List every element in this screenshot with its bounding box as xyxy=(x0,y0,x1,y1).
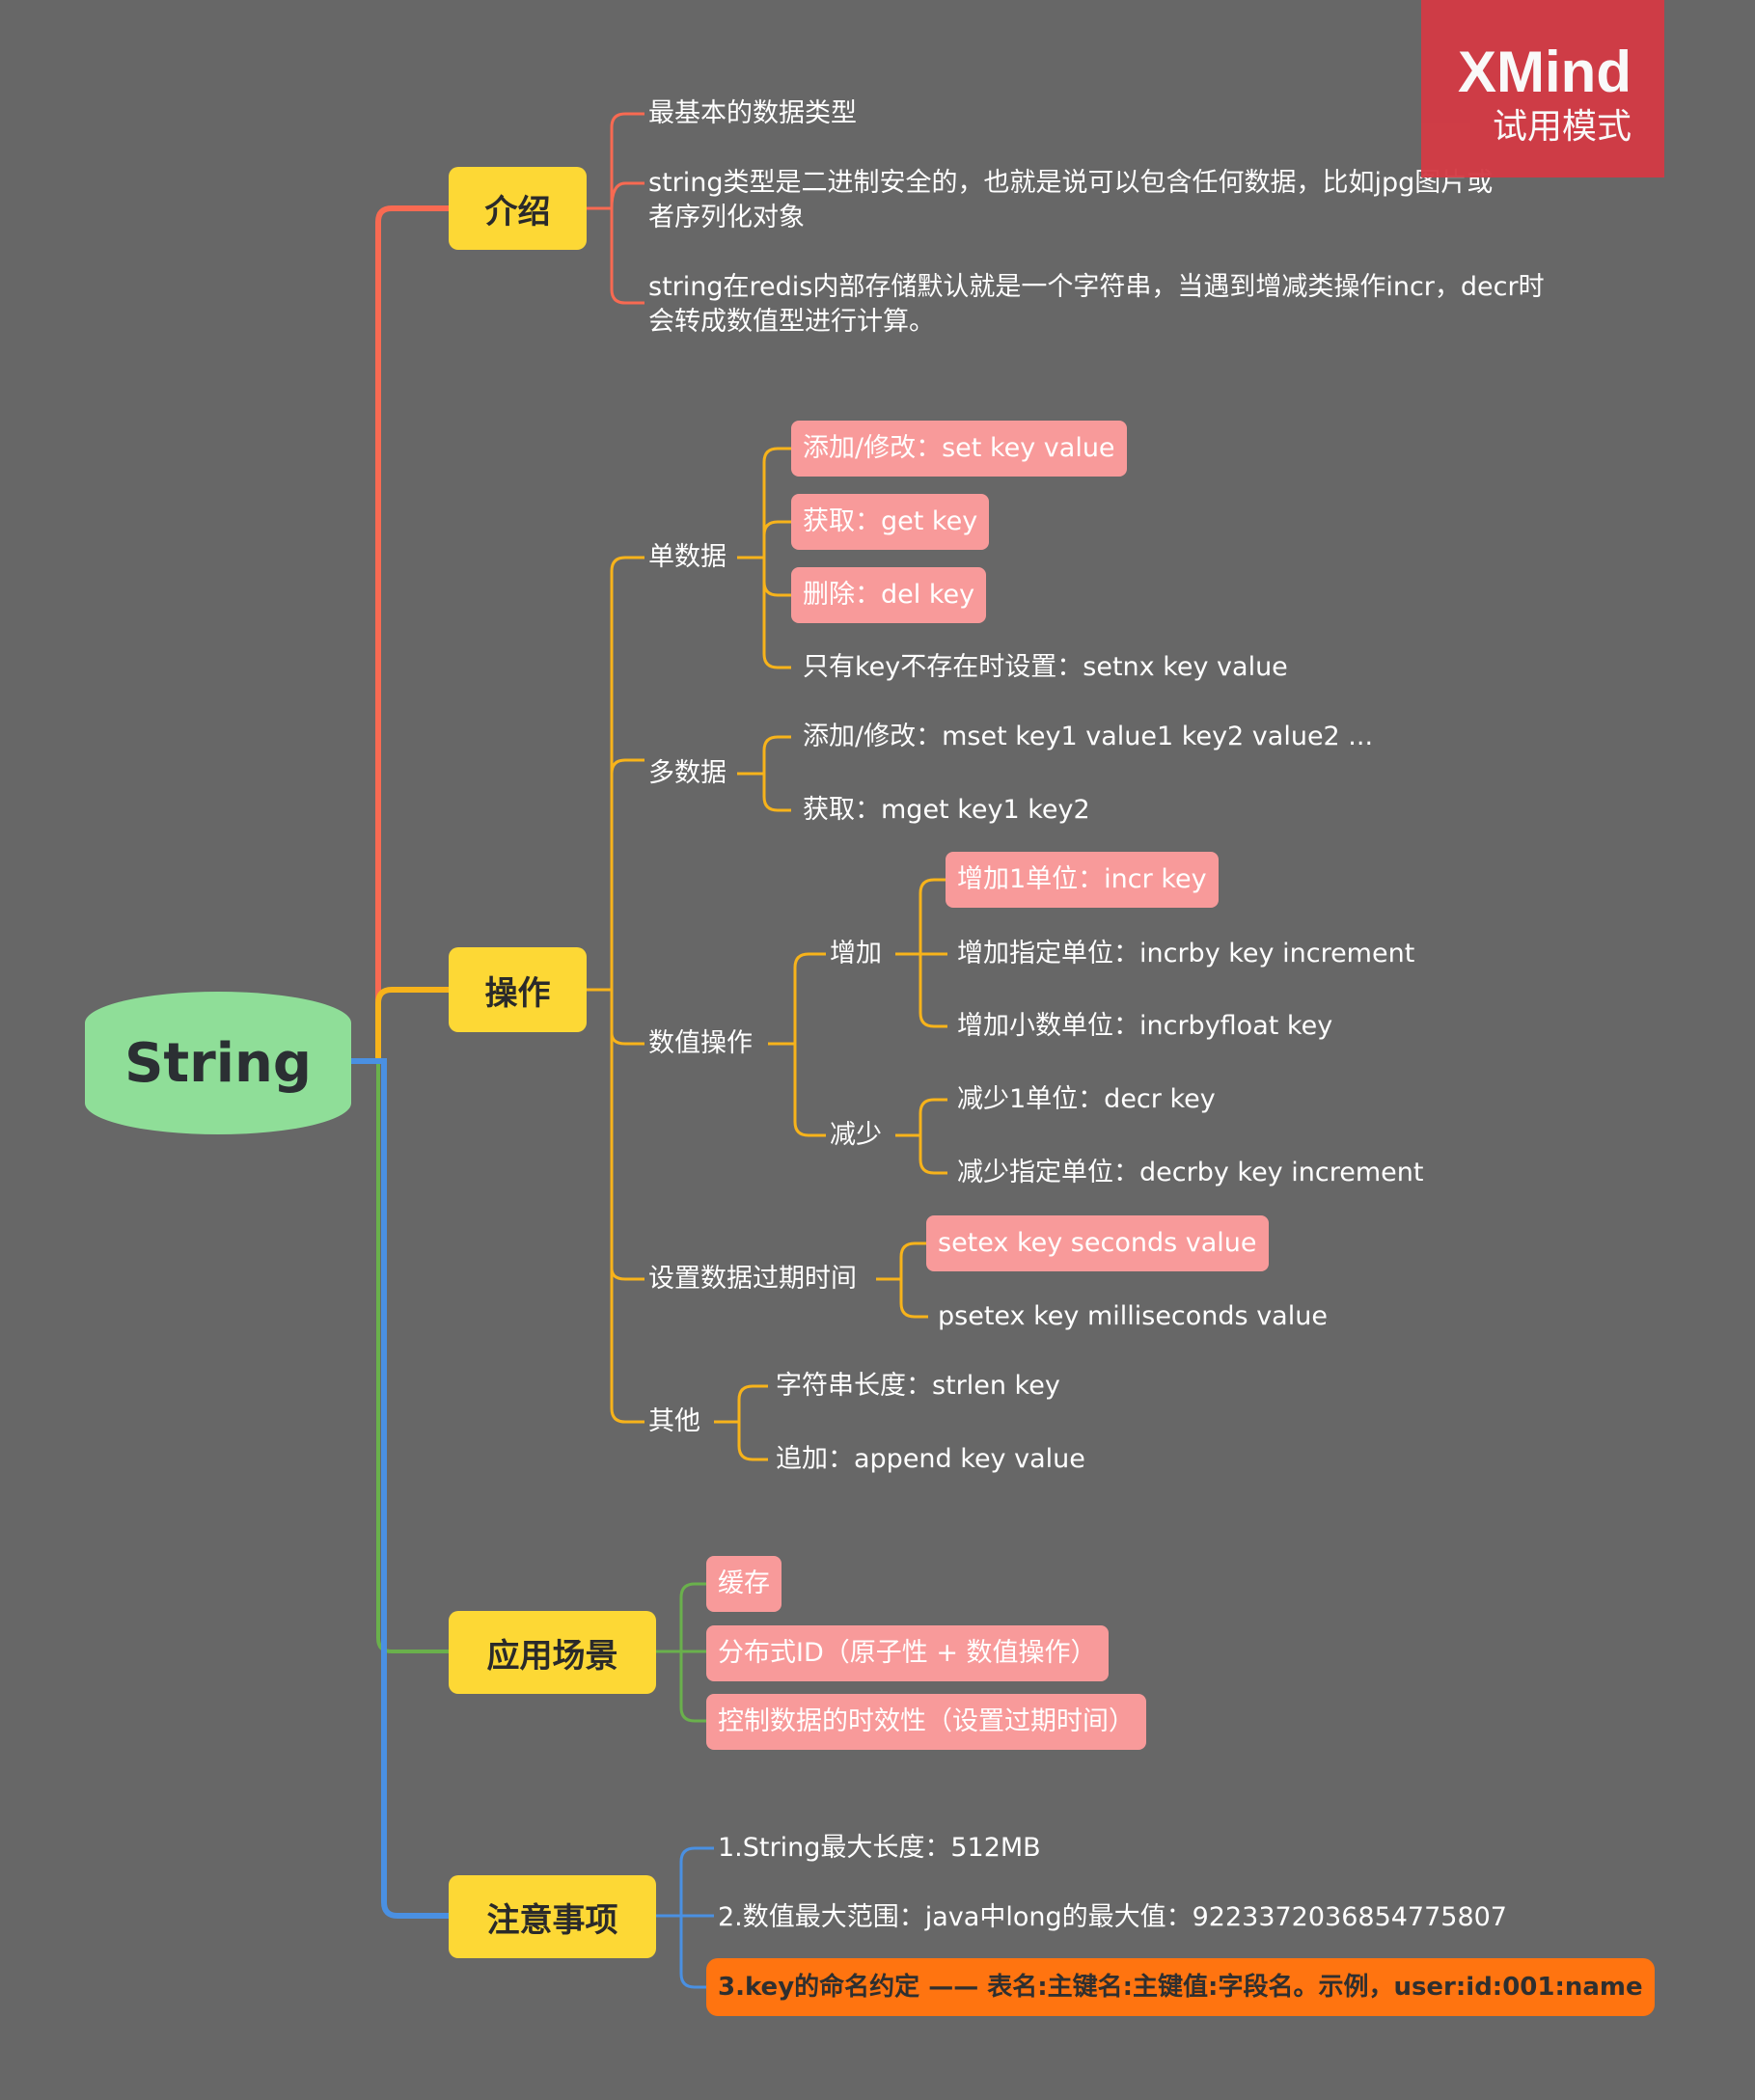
decrease-decrby-command[interactable]: 减少指定单位：decrby key increment xyxy=(957,1158,1424,1187)
notes-bracket xyxy=(656,1846,714,1989)
branch-notes[interactable]: 注意事项 xyxy=(449,1875,656,1958)
other-bracket xyxy=(714,1384,768,1461)
ops-bracket xyxy=(587,556,644,1424)
multi-mset-command[interactable]: 添加/修改：mset key1 value1 key2 value2 ... xyxy=(803,722,1374,751)
ops-other[interactable]: 其他 xyxy=(648,1406,700,1436)
note-key-naming-convention[interactable]: 3.key的命名约定 —— 表名:主键名:主键值:字段名。示例，user:id:… xyxy=(706,1958,1655,2016)
connector-root-intro xyxy=(351,205,449,1064)
numeric-decrease[interactable]: 减少 xyxy=(830,1120,882,1150)
single-get-command[interactable]: 获取：get key xyxy=(791,494,990,550)
connector-root-usage xyxy=(376,1061,449,1653)
intro-bracket xyxy=(587,112,644,305)
root-node[interactable]: String xyxy=(85,992,351,1134)
numeric-increase[interactable]: 增加 xyxy=(830,939,882,968)
ops-single-data[interactable]: 单数据 xyxy=(648,542,727,572)
ops-expire[interactable]: 设置数据过期时间 xyxy=(648,1264,857,1294)
ops-multi-data[interactable]: 多数据 xyxy=(648,758,727,788)
intro-item-storage-line2: 会转成数值型进行计算。 xyxy=(648,307,935,337)
multi-bracket xyxy=(737,735,791,812)
branch-operations[interactable]: 操作 xyxy=(449,947,587,1032)
increase-bracket xyxy=(895,878,947,1028)
single-bracket xyxy=(737,447,791,669)
multi-mget-command[interactable]: 获取：mget key1 key2 xyxy=(803,795,1090,825)
other-strlen-command[interactable]: 字符串长度：strlen key xyxy=(776,1371,1060,1401)
decrease-bracket xyxy=(895,1098,947,1175)
single-setnx-command[interactable]: 只有key不存在时设置：setnx key value xyxy=(803,652,1288,682)
xmind-trial-watermark: XMind 试用模式 xyxy=(1421,0,1664,177)
expire-bracket xyxy=(876,1241,928,1319)
connector-root-ops xyxy=(351,987,449,1064)
single-del-command[interactable]: 删除：del key xyxy=(791,567,987,623)
increase-incrbyfloat-command[interactable]: 增加小数单位：incrbyfloat key xyxy=(957,1011,1333,1041)
intro-item-storage-line1: string在redis内部存储默认就是一个字符串，当遇到增减类操作incr，d… xyxy=(648,272,1545,302)
note-max-length: 1.String最大长度：512MB xyxy=(718,1833,1041,1863)
numeric-bracket xyxy=(768,952,826,1137)
intro-item-basic-type: 最基本的数据类型 xyxy=(648,98,857,128)
increase-incrby-command[interactable]: 增加指定单位：incrby key increment xyxy=(957,939,1415,968)
intro-item-binary-safe-line1: string类型是二进制安全的，也就是说可以包含任何数据，比如jpg图片或 xyxy=(648,168,1494,198)
single-set-command[interactable]: 添加/修改：set key value xyxy=(791,421,1127,477)
connector-root-notes xyxy=(351,1058,449,1919)
intro-item-binary-safe-line2: 者序列化对象 xyxy=(648,203,805,232)
expire-psetex-command[interactable]: psetex key milliseconds value xyxy=(938,1301,1328,1331)
expire-setex-command[interactable]: setex key seconds value xyxy=(926,1215,1269,1271)
usage-expiration-control[interactable]: 控制数据的时效性（设置过期时间） xyxy=(706,1694,1146,1750)
note-max-numeric-range: 2.数值最大范围：java中long的最大值：92233720368547758… xyxy=(718,1902,1507,1932)
usage-distributed-id[interactable]: 分布式ID（原子性 + 数值操作） xyxy=(706,1625,1109,1681)
branch-usage-scenarios[interactable]: 应用场景 xyxy=(449,1611,656,1694)
branch-intro[interactable]: 介绍 xyxy=(449,167,587,250)
usage-cache[interactable]: 缓存 xyxy=(706,1556,782,1612)
usage-bracket xyxy=(656,1582,708,1723)
watermark-title: XMind xyxy=(1458,40,1632,104)
other-append-command[interactable]: 追加：append key value xyxy=(776,1444,1085,1474)
ops-numeric[interactable]: 数值操作 xyxy=(648,1028,753,1058)
decrease-decr-command[interactable]: 减少1单位：decr key xyxy=(957,1084,1216,1114)
watermark-subtitle: 试用模式 xyxy=(1492,107,1632,147)
increase-incr-command[interactable]: 增加1单位：incr key xyxy=(946,852,1219,908)
